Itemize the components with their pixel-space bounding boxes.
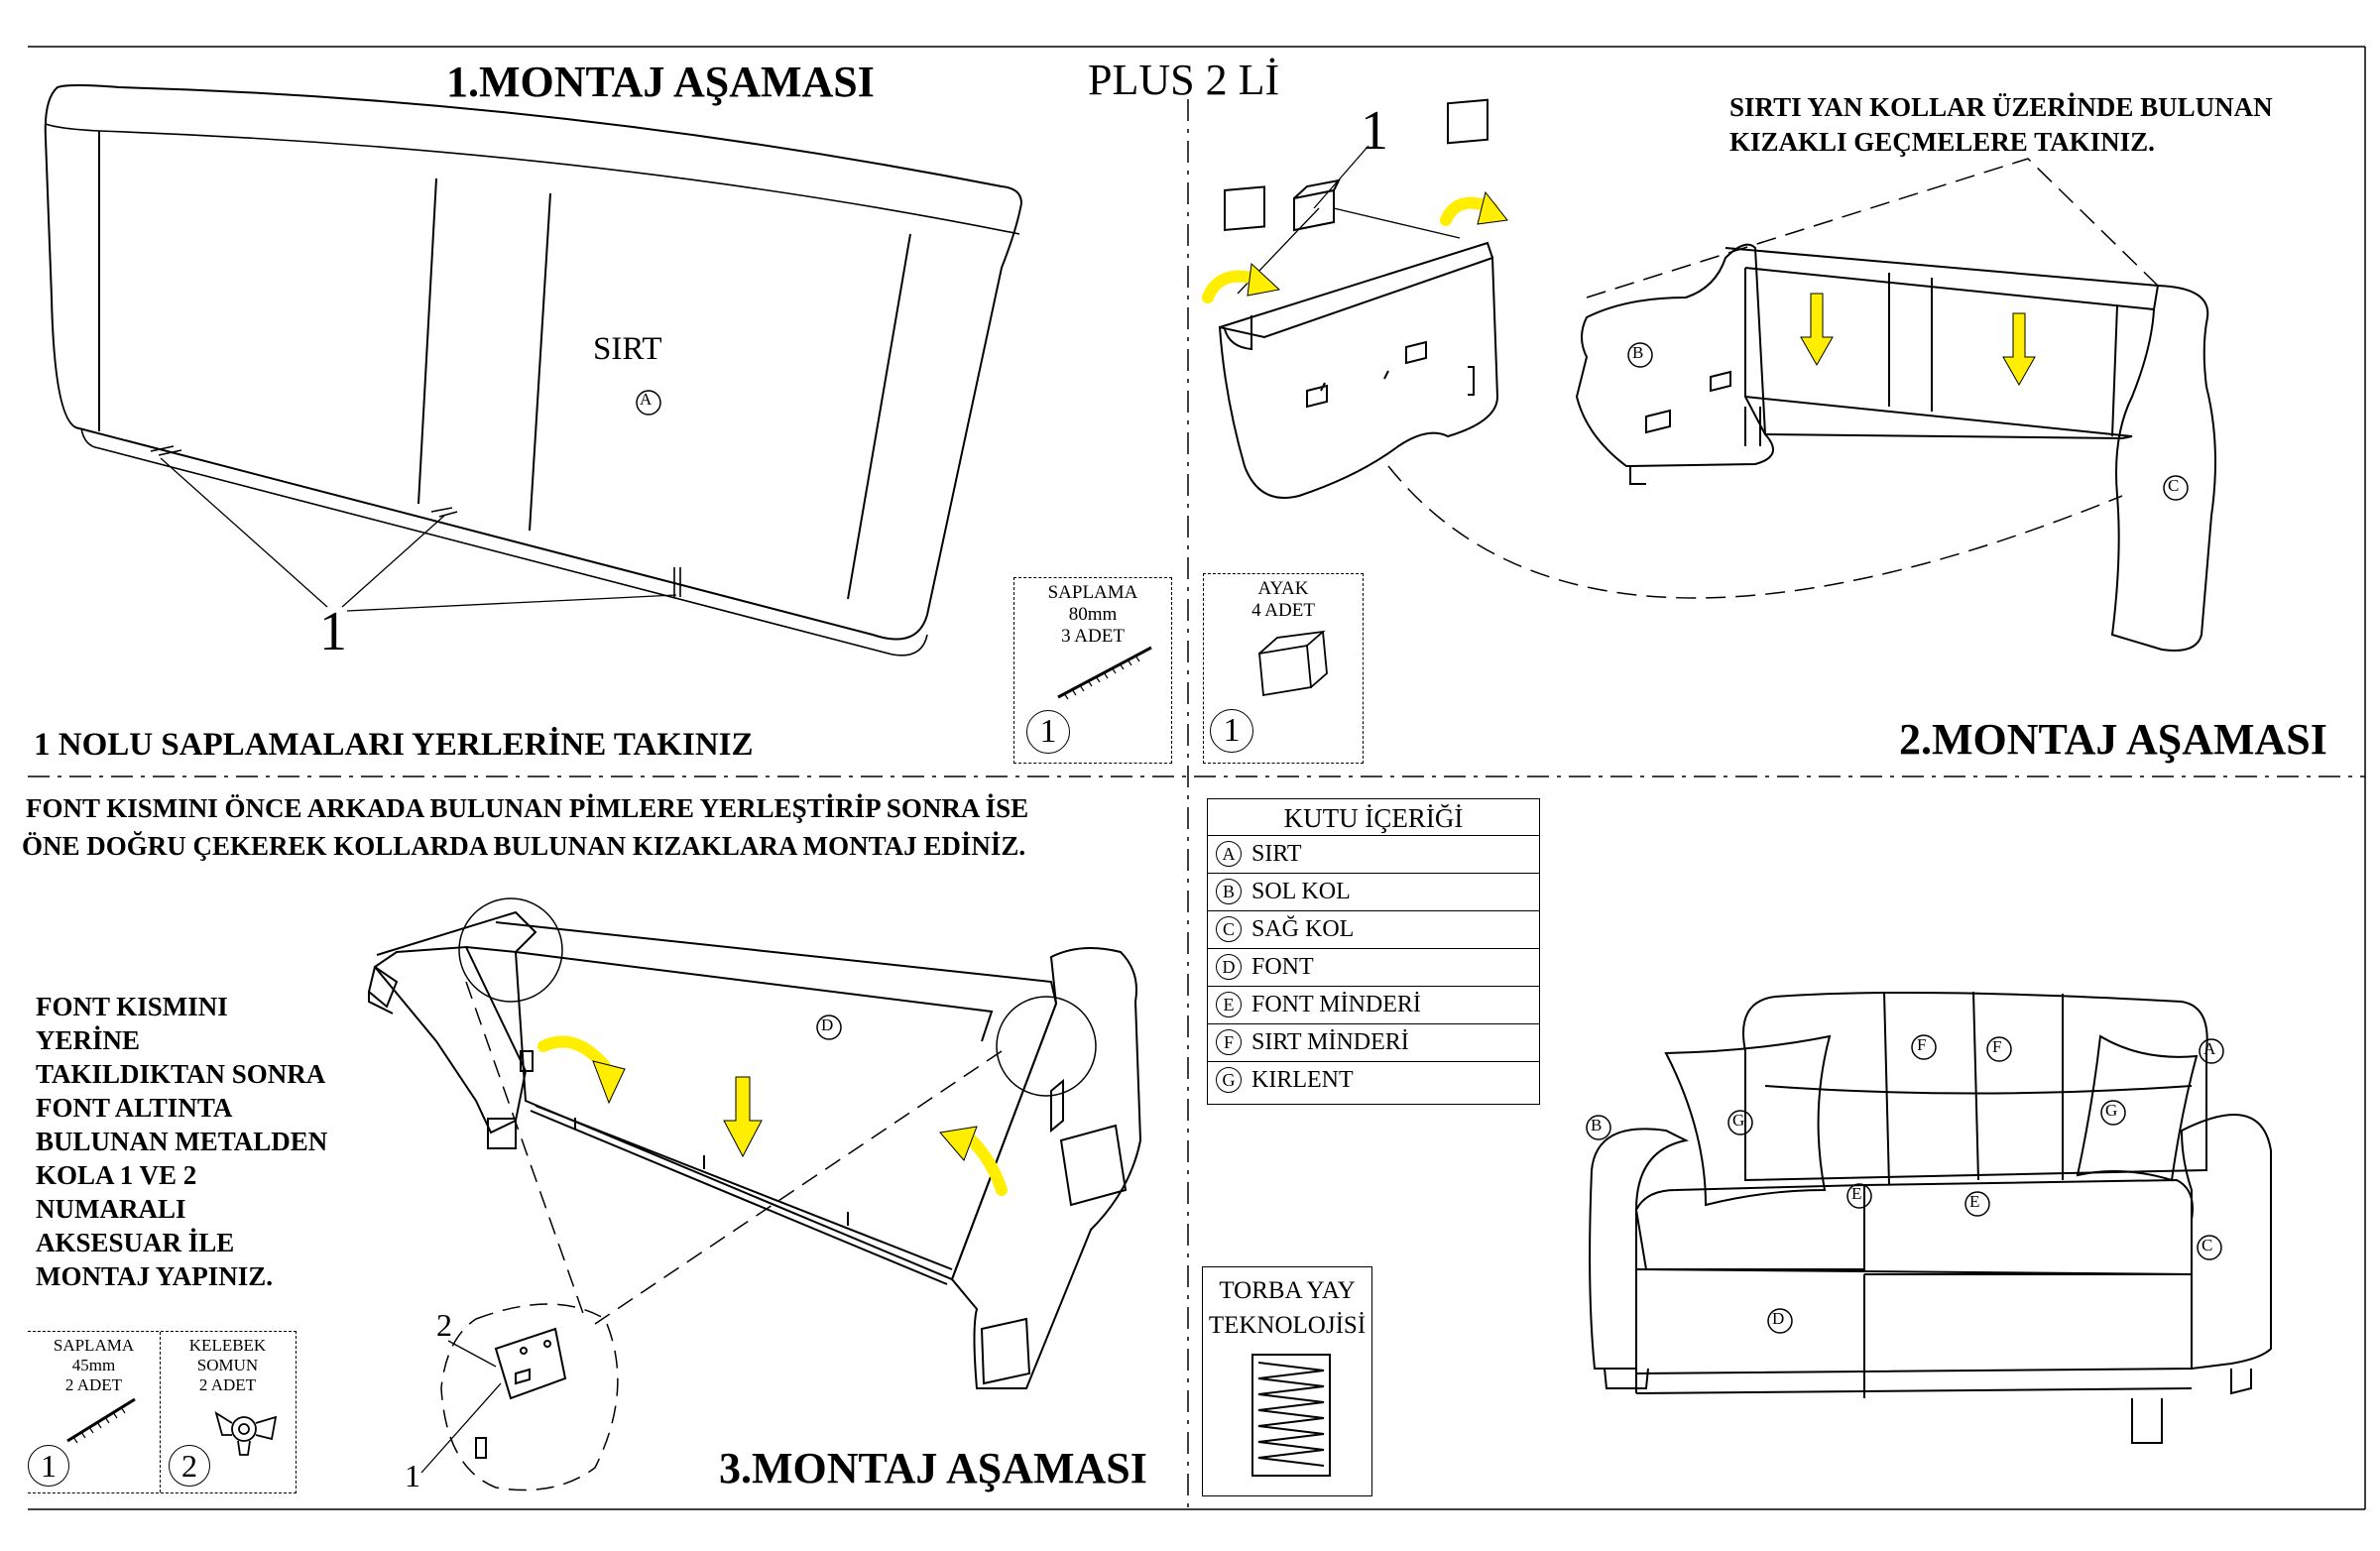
step3-title: 3.MONTAJ AŞAMASI (719, 1444, 1147, 1492)
step3-instruction-line1: FONT KISMINI ÖNCE ARKADA BULUNAN PİMLERE… (26, 793, 1029, 823)
kutu-row: E FONT MİNDERİ (1208, 986, 1539, 1022)
step3-hardware1-size: 45mm (71, 1356, 116, 1374)
sofa-label-a: A (2203, 1039, 2216, 1058)
step2-letter-c: C (2168, 476, 2180, 495)
step3-hardware1-qty: 2 ADET (64, 1375, 123, 1394)
kutu-letter: E (1216, 992, 1242, 1017)
kutu-name: SIRT MİNDERİ (1251, 1029, 1409, 1055)
sofa-label-c: C (2202, 1236, 2213, 1254)
step3-side-line: TAKILDIKTAN SONRA (36, 1059, 326, 1089)
step3-side-line: FONT ALTINTA (36, 1093, 233, 1123)
step3-hardware1-number: 1 (28, 1445, 69, 1487)
step3-hardware-box: SAPLAMA 45mm 2 ADET KELEBEK SOMUN 2 ADET… (28, 1331, 297, 1493)
step3-callout-1: 1 (405, 1458, 420, 1493)
step2-hardware-name: AYAK (1257, 578, 1309, 599)
step3-side-line: KOLA 1 VE 2 (36, 1160, 197, 1190)
step2-drawing (1202, 98, 2216, 652)
kutu-name: KIRLENT (1251, 1067, 1354, 1093)
kutu-row: D FONT (1208, 948, 1539, 985)
kutu-row: G KIRLENT (1208, 1061, 1539, 1098)
step1-hardware-number: 1 (1026, 710, 1070, 754)
kutu-name: FONT (1251, 954, 1314, 980)
step3-hardware2-name-line1: KELEBEK (188, 1336, 267, 1355)
step3-hardware2-number: 2 (169, 1445, 210, 1487)
kutu-letter: A (1216, 841, 1242, 867)
step3-hardware1-name: SAPLAMA (53, 1336, 135, 1355)
step3-side-line: FONT KISMINI (36, 992, 228, 1021)
sofa-label-g: G (2105, 1101, 2118, 1120)
step2-hardware-number: 1 (1210, 709, 1253, 753)
kutu-row: A SIRT (1208, 835, 1539, 872)
step1-hardware-size: 80mm (1068, 604, 1118, 625)
torba-box: TORBA YAY TEKNOLOJİSİ (1202, 1266, 1372, 1496)
step3-side-text: FONT KISMINI YERİNE TAKILDIKTAN SONRA FO… (36, 990, 327, 1293)
sofa-label-e: E (1969, 1192, 1980, 1211)
step1-instruction: 1 NOLU SAPLAMALARI YERLERİNE TAKINIZ (34, 727, 754, 763)
step1-part-label: SIRT (593, 331, 662, 367)
kutu-row: F SIRT MİNDERİ (1208, 1023, 1539, 1060)
kutu-name: SOL KOL (1251, 879, 1351, 904)
step2-hardware-box: AYAK 4 ADET 1 (1203, 573, 1364, 764)
step1-part-letter: A (640, 390, 653, 409)
kutu-name: FONT MİNDERİ (1251, 992, 1421, 1017)
kutu-title: KUTU İÇERİĞİ (1283, 803, 1464, 833)
sofa-label-f: F (1917, 1035, 1927, 1054)
step3-hardware2-qty: 2 ADET (198, 1375, 257, 1394)
step3-side-line: AKSESUAR İLE (36, 1228, 235, 1257)
step1-hardware-box: SAPLAMA 80mm 3 ADET 1 (1013, 577, 1172, 764)
step2-callout-number: 1 (1361, 100, 1388, 162)
step1-hardware-name: SAPLAMA (1047, 582, 1138, 603)
kutu-name: SIRT (1251, 841, 1302, 867)
torba-line2: TEKNOLOJİSİ (1208, 1312, 1367, 1339)
step3-instruction-line2: ÖNE DOĞRU ÇEKEREK KOLLARDA BULUNAN KIZAK… (22, 831, 1026, 861)
step2-instruction-line2: KIZAKLI GEÇMELERE TAKINIZ. (1729, 127, 2155, 157)
step3-letter-d: D (821, 1015, 834, 1034)
step2-title: 2.MONTAJ AŞAMASI (1899, 715, 2327, 764)
step3-side-line: BULUNAN METALDEN (36, 1127, 328, 1156)
step3-side-line: MONTAJ YAPINIZ. (36, 1261, 274, 1291)
spring-icon (1251, 1354, 1331, 1477)
kutu-letter: G (1216, 1067, 1242, 1093)
kutu-row: C SAĞ KOL (1208, 910, 1539, 947)
kutu-row: B SOL KOL (1208, 873, 1539, 909)
wing-nut-icon (214, 1411, 278, 1456)
step2-instruction-line1: SIRTI YAN KOLLAR ÜZERİNDE BULUNAN (1729, 92, 2273, 122)
step3-side-line: NUMARALI (36, 1194, 186, 1224)
step3-hardware2-name-line2: SOMUN (196, 1356, 259, 1374)
sofa-label-e: E (1851, 1184, 1862, 1203)
step2-hardware-qty: 4 ADET (1251, 600, 1315, 621)
kutu-letter: D (1216, 954, 1242, 980)
kutu-name: SAĞ KOL (1251, 916, 1355, 942)
sirt-drawing (44, 84, 1023, 656)
sofa-label-g: G (1732, 1111, 1745, 1130)
stud-45mm-icon (66, 1397, 136, 1444)
step3-drawing (367, 897, 1142, 1491)
hardware-divider (160, 1332, 161, 1492)
page-title: PLUS 2 Lİ (1088, 56, 1280, 104)
torba-line1: TORBA YAY (1219, 1277, 1356, 1304)
sofa-label-d: D (1772, 1309, 1785, 1328)
step3-callout-2: 2 (436, 1307, 452, 1343)
stud-80mm-icon (1057, 646, 1152, 700)
kutu-letter: C (1216, 916, 1242, 942)
kutu-letter: B (1216, 879, 1242, 904)
step1-callout-number: 1 (319, 601, 347, 662)
step3-side-line: YERİNE (36, 1025, 141, 1055)
sofa-label-b: B (1591, 1116, 1603, 1134)
step1-hardware-qty: 3 ADET (1061, 626, 1125, 647)
step1-title: 1.MONTAJ AŞAMASI (446, 58, 875, 106)
foot-icon (1258, 630, 1328, 697)
sofa-label-f: F (1992, 1037, 2002, 1056)
step2-letter-b: B (1632, 343, 1644, 362)
kutu-letter: F (1216, 1029, 1242, 1055)
kutu-table: KUTU İÇERİĞİ A SIRT B SOL KOL C SAĞ KOL … (1207, 798, 1540, 1105)
